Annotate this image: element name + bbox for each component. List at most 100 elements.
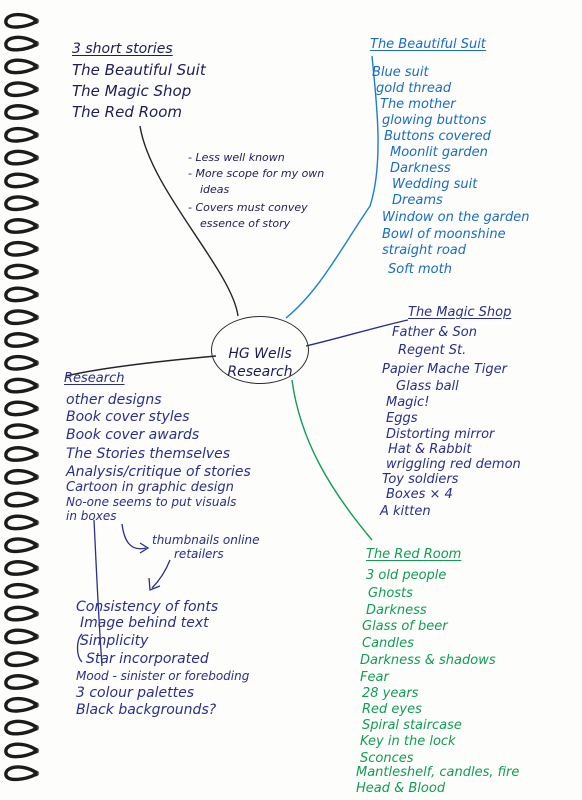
magic-shop-item: Regent St. [398, 343, 467, 358]
magic-shop-heading: The Magic Shop [408, 305, 512, 320]
link-to-research [65, 355, 217, 377]
beautiful-suit-item: Window on the garden [382, 210, 530, 225]
beautiful-suit-item: Dreams [392, 193, 443, 208]
magic-shop-item: Glass ball [396, 379, 459, 394]
binding-ring [4, 104, 38, 120]
consistency-item: Simplicity [80, 633, 149, 649]
binding-ring [4, 35, 38, 52]
binding-ring [4, 696, 38, 713]
binding-ring [4, 377, 38, 394]
binding-ring [4, 468, 38, 485]
binding-ring [4, 514, 38, 531]
binding-ring [4, 172, 38, 189]
stories-heading: 3 short stories [72, 41, 173, 57]
consistency-item: Mood - sinister or foreboding [76, 669, 250, 683]
binding-ring [4, 582, 38, 599]
arrow-to-consistency [151, 559, 171, 589]
binding-ring [4, 400, 38, 417]
binding-ring [4, 674, 38, 690]
binding-ring [4, 719, 38, 736]
binding-ring [4, 218, 38, 234]
binding-ring [4, 742, 38, 759]
story-item: The Red Room [72, 103, 182, 121]
red-room-item: Darkness [366, 603, 427, 618]
binding-ring [4, 605, 38, 622]
magic-shop-item: Father & Son [392, 325, 477, 340]
red-room-heading: The Red Room [366, 547, 462, 562]
binding-ring [4, 765, 38, 782]
reason-item: - Covers must convey [188, 201, 308, 214]
link-to-red-room [291, 379, 373, 541]
red-room-item: Sconces [360, 751, 414, 766]
red-room-item: Glass of beer [362, 619, 448, 634]
binding-ring [4, 354, 38, 371]
red-room-item: Spiral staircase [362, 718, 462, 733]
binding-ring [4, 286, 38, 303]
magic-shop-item: Boxes × 4 [386, 487, 453, 502]
binding-ring [4, 491, 38, 508]
magic-shop-item: Magic! [386, 395, 430, 410]
beautiful-suit-item: Buttons covered [384, 129, 491, 144]
consistency-item: Black backgrounds? [76, 702, 217, 718]
beautiful-suit-item: Darkness [390, 161, 451, 176]
beautiful-suit-heading: The Beautiful Suit [370, 37, 486, 52]
beautiful-suit-item: Soft moth [388, 262, 452, 277]
magic-shop-item: Papier Mache Tiger [382, 362, 507, 377]
story-item: The Beautiful Suit [72, 61, 206, 79]
red-room-item: Mantleshelf, candles, fire [356, 765, 520, 780]
simplicity-bracket [76, 633, 83, 663]
beautiful-suit-item: The mother [380, 97, 456, 112]
reason-item: ideas [200, 183, 230, 196]
arrow-to-thumbnails-head [139, 542, 150, 554]
binding-ring [4, 12, 38, 29]
spiral-binding [4, 12, 40, 782]
consistency-item: Image behind text [80, 615, 209, 631]
beautiful-suit-item: Bowl of moonshine [382, 227, 506, 242]
red-room-item: Key in the lock [360, 734, 456, 749]
binding-ring [4, 263, 38, 280]
story-item: The Magic Shop [72, 82, 192, 100]
binding-ring [4, 81, 38, 98]
magic-shop-item: Hat & Rabbit [388, 442, 472, 457]
red-room-item: Candles [362, 636, 414, 651]
consistency-item: 3 colour palettes [76, 685, 195, 701]
magic-shop-item: wriggling red demon [386, 457, 521, 472]
binding-ring [4, 58, 38, 75]
research-item: in boxes [66, 509, 117, 523]
red-room-item: 28 years [362, 686, 419, 701]
binding-ring [4, 332, 38, 348]
thumbnails-note: retailers [174, 547, 224, 561]
link-to-stories [139, 125, 239, 317]
red-room-item: Head & Blood [356, 781, 446, 796]
beautiful-suit-item: gold thread [376, 81, 452, 96]
binding-ring [4, 423, 38, 440]
red-room-item: Fear [360, 670, 389, 685]
beautiful-suit-item: glowing buttons [382, 113, 487, 128]
magic-shop-item: Distorting mirror [386, 427, 495, 442]
arrow-to-thumbnails [121, 523, 147, 550]
binding-ring [4, 309, 38, 326]
arrow-to-consistency-head [148, 577, 161, 591]
binding-ring [4, 537, 38, 554]
consistency-item: Star incorporated [86, 651, 209, 667]
consistency-item: Consistency of fonts [76, 599, 219, 615]
research-item: Book cover awards [66, 427, 200, 443]
beautiful-suit-item: Moonlit garden [390, 145, 488, 160]
binding-ring [4, 628, 38, 645]
research-item: Cartoon in graphic design [66, 480, 234, 495]
red-room-item: Red eyes [362, 702, 422, 717]
red-room-item: Ghosts [368, 586, 413, 601]
research-bracket [93, 519, 103, 667]
research-item: Book cover styles [66, 409, 190, 425]
research-item: No-one seems to put visuals [66, 495, 237, 509]
magic-shop-item: Eggs [386, 411, 418, 426]
research-item: The Stories themselves [66, 446, 231, 462]
research-heading: Research [64, 371, 125, 386]
binding-ring [4, 240, 38, 257]
binding-ring [4, 446, 38, 462]
reason-item: essence of story [200, 217, 291, 230]
beautiful-suit-item: straight road [382, 243, 467, 258]
beautiful-suit-item: Blue suit [372, 65, 429, 80]
